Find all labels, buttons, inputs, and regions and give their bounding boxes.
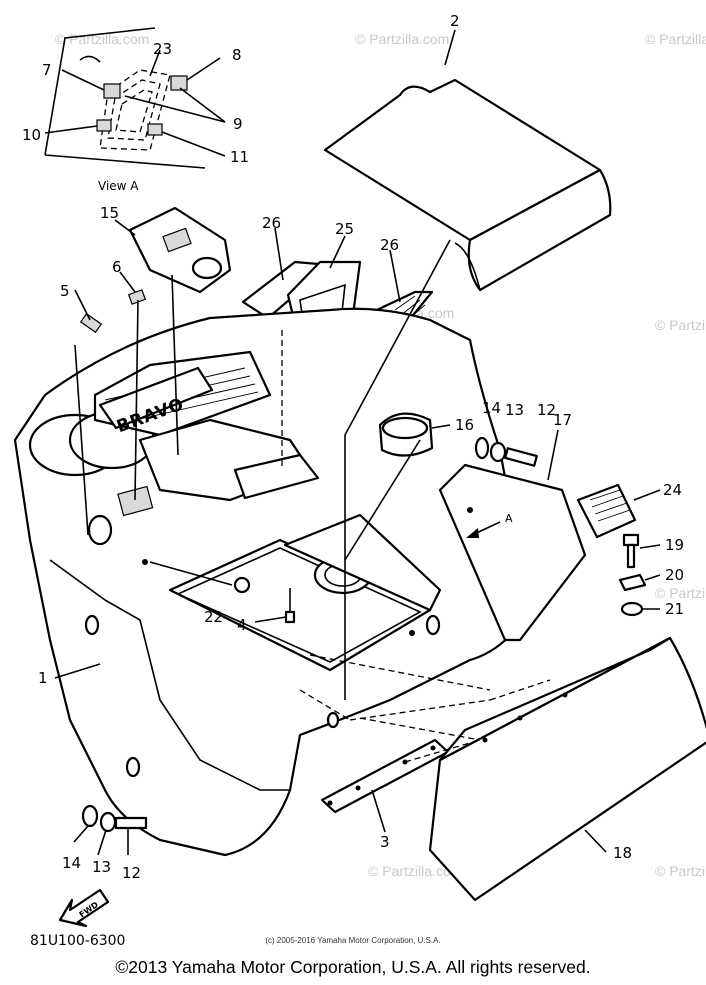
callout-26: 26 <box>262 214 281 232</box>
callout-20: 20 <box>665 566 684 584</box>
callout-16: 16 <box>455 416 474 434</box>
callout-24: 24 <box>663 481 682 499</box>
callout-17: 17 <box>553 411 572 429</box>
callout-8: 8 <box>232 46 242 64</box>
copyright-notice: ©2013 Yamaha Motor Corporation, U.S.A. A… <box>115 957 591 977</box>
view-a-inset: View A <box>44 27 226 193</box>
callout-23: 23 <box>153 40 172 58</box>
callout-10: 10 <box>22 126 41 144</box>
watermark: © Partzilla.com <box>645 31 706 47</box>
part-2-seat <box>323 78 612 292</box>
view-a-label: View A <box>98 179 139 193</box>
callout-26: 26 <box>380 236 399 254</box>
callout-14: 14 <box>62 854 81 872</box>
callout-25: 25 <box>335 220 354 238</box>
callout-13: 13 <box>505 401 524 419</box>
callout-18: 18 <box>613 844 632 862</box>
callout-7: 7 <box>42 61 52 79</box>
callout-5: 5 <box>60 282 70 300</box>
part-24-label <box>576 483 637 539</box>
callout-14: 14 <box>482 399 501 417</box>
callout-12: 12 <box>122 864 141 882</box>
watermark: © Partzilla.com <box>55 31 149 47</box>
part-17-side-panel <box>438 463 587 642</box>
callout-4: 4 <box>237 616 247 634</box>
callout-19: 19 <box>665 536 684 554</box>
watermark: © Partzilla.com <box>655 585 706 601</box>
callout-6: 6 <box>112 258 122 276</box>
catalog-code: 81U100-6300 <box>30 933 125 949</box>
small-parts <box>79 289 296 624</box>
callout-21: 21 <box>665 600 684 618</box>
watermark: © Partzilla.com <box>368 863 462 879</box>
part-18-lid <box>428 636 706 902</box>
leader-lines <box>54 29 661 856</box>
part-3-bracket <box>320 738 450 814</box>
callout-2: 2 <box>450 12 460 30</box>
callout-22: 22 <box>204 608 223 626</box>
callout-9: 9 <box>233 115 243 133</box>
callouts: 2 23 8 7 9 10 11 15 26 25 26 6 5 14 13 1… <box>22 12 684 949</box>
callout-11: 11 <box>230 148 249 166</box>
small-copyright: (c) 2005-2016 Yamaha Motor Corporation, … <box>265 936 441 945</box>
arrow-a-label: A <box>505 512 513 525</box>
fasteners-12-13-14-left <box>81 804 148 833</box>
callout-13: 13 <box>92 858 111 876</box>
fwd-arrow: FWD <box>58 888 110 928</box>
watermark: © Partzilla.com <box>655 317 706 333</box>
fasteners-12-13-14-right <box>474 436 538 467</box>
callout-12: 12 <box>537 401 556 419</box>
part-15-panel <box>128 206 232 294</box>
part-16-grommet <box>378 412 434 457</box>
callout-15: 15 <box>100 204 119 222</box>
callout-3: 3 <box>380 833 390 851</box>
view-a-arrow: A <box>466 512 513 538</box>
fasteners-19-20-21 <box>618 533 647 617</box>
callout-1: 1 <box>38 669 48 687</box>
watermark: © Partzilla.com <box>355 31 449 47</box>
watermark: © Partzilla.com <box>655 863 706 879</box>
